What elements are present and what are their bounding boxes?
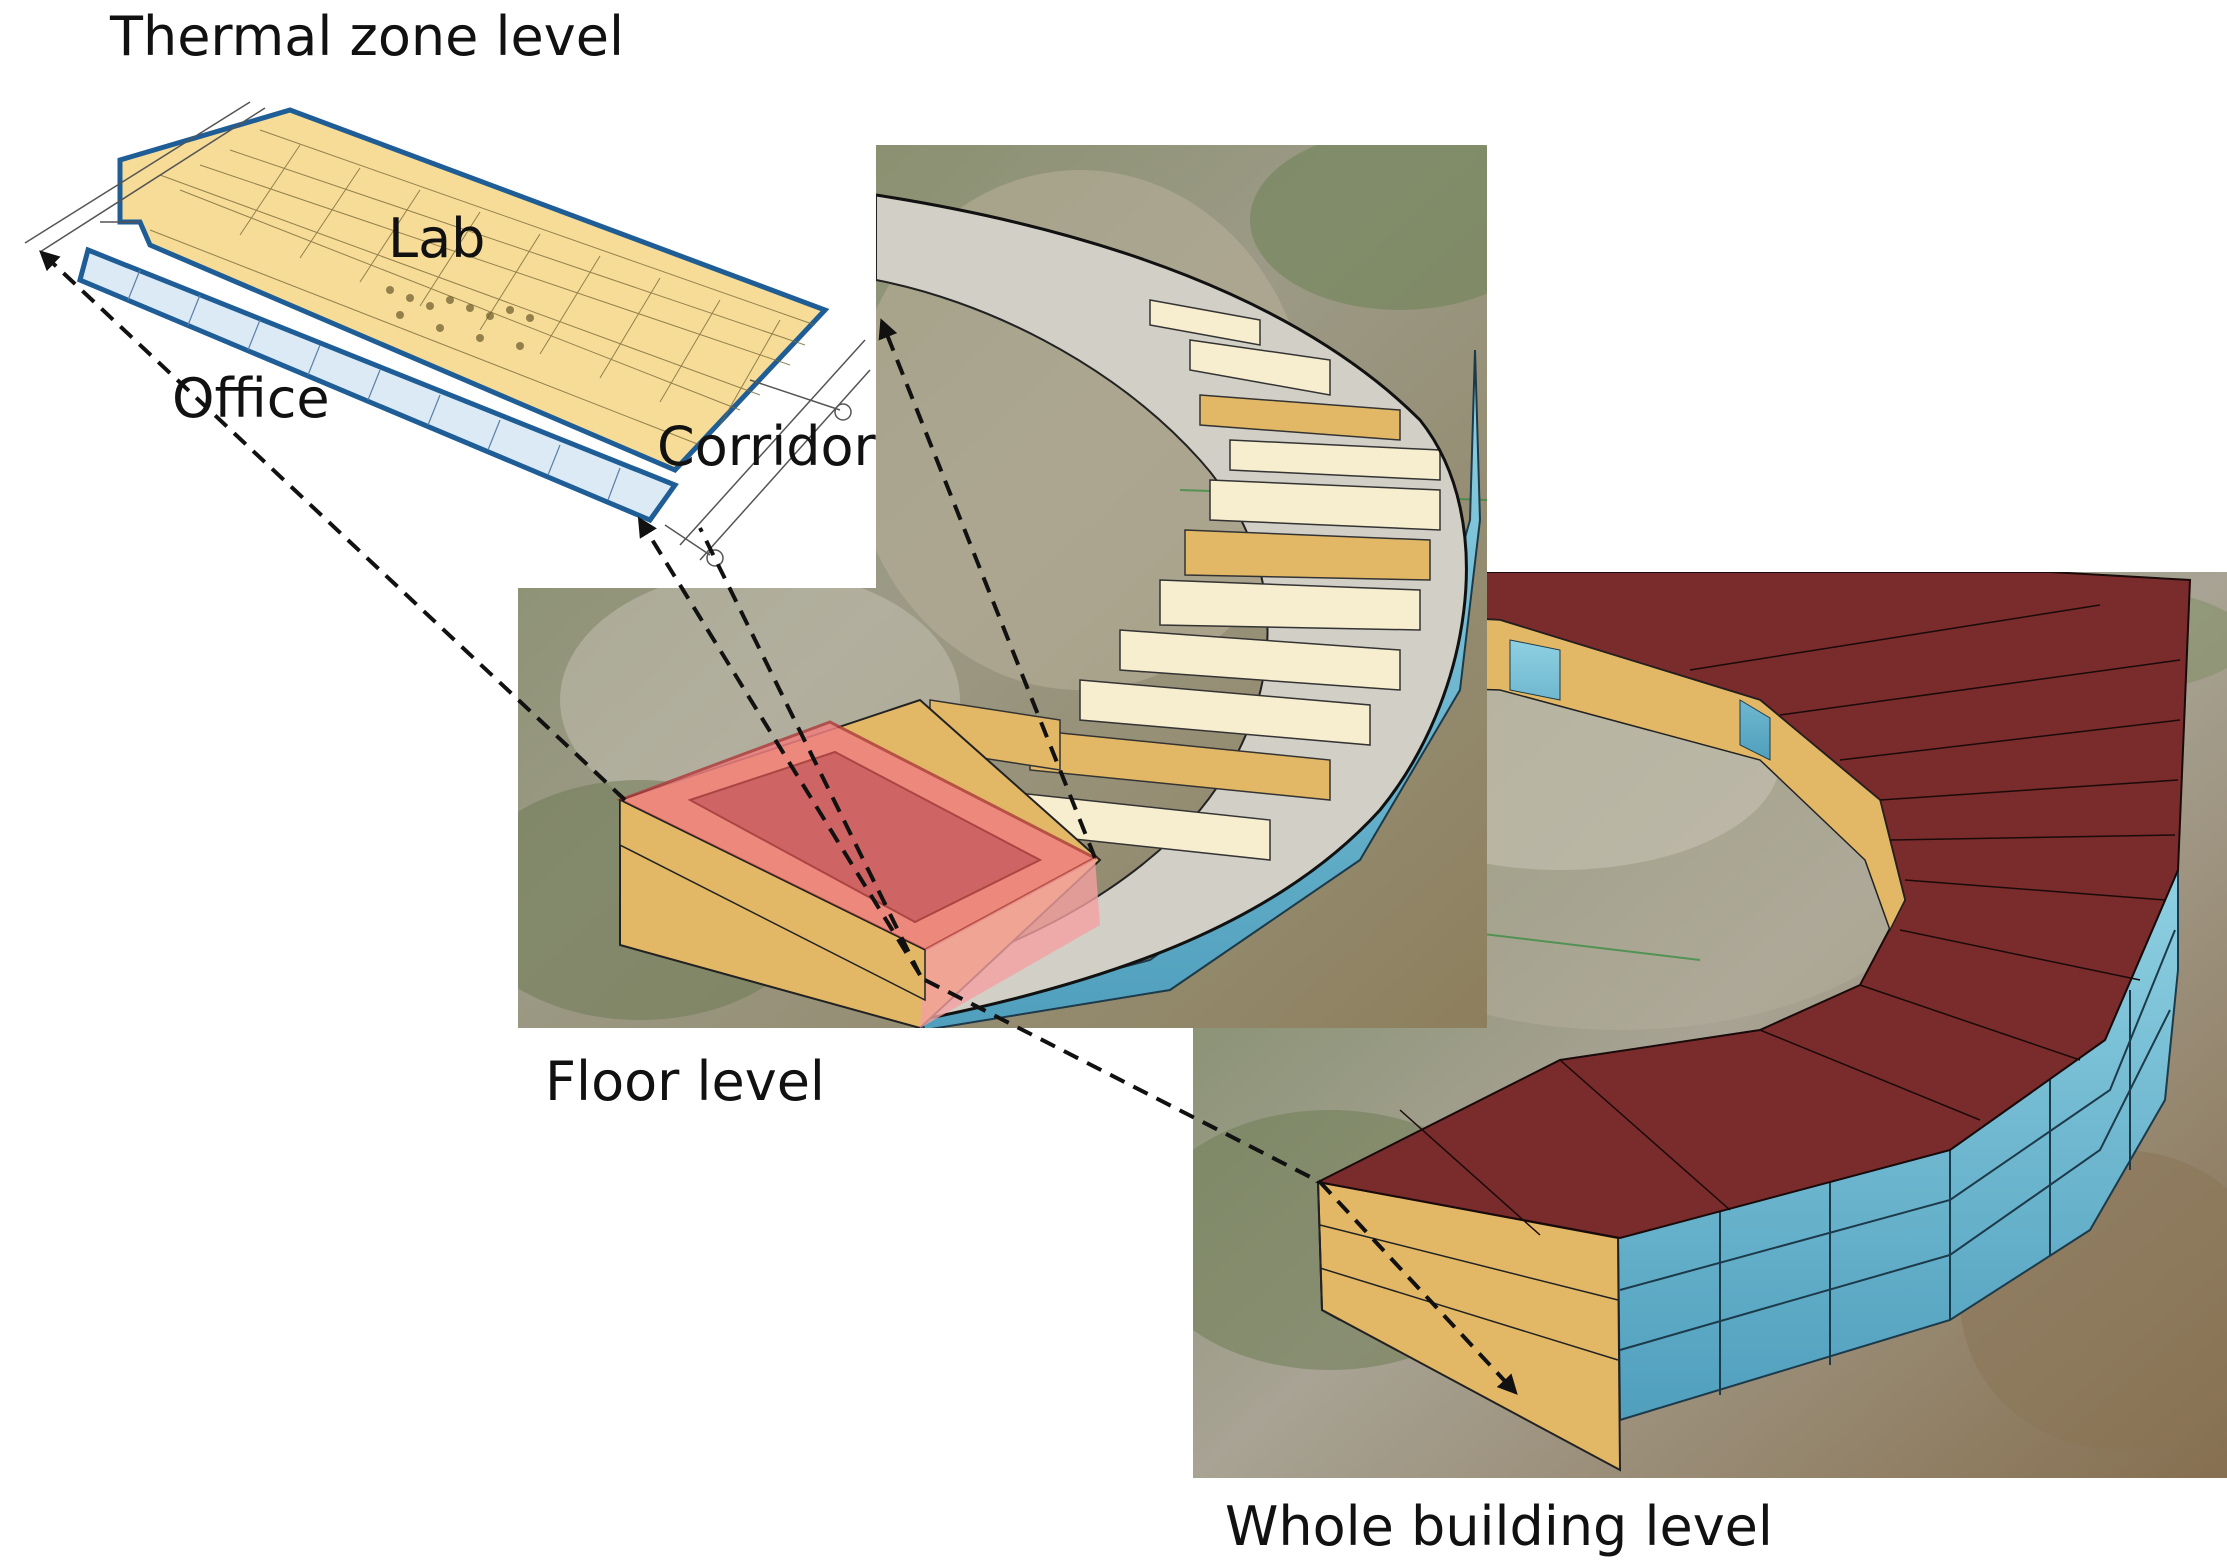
thermal-zone-level-title: Thermal zone level bbox=[110, 10, 624, 64]
whole-building-level-title: Whole building level bbox=[1225, 1500, 1773, 1554]
corridor-zone-label: Corridor bbox=[657, 420, 876, 474]
thermal-zone-plan bbox=[25, 102, 870, 566]
lab-zone-label: Lab bbox=[388, 212, 485, 266]
office-zone-label: Office bbox=[172, 372, 330, 426]
floor-level-title: Floor level bbox=[545, 1055, 825, 1109]
